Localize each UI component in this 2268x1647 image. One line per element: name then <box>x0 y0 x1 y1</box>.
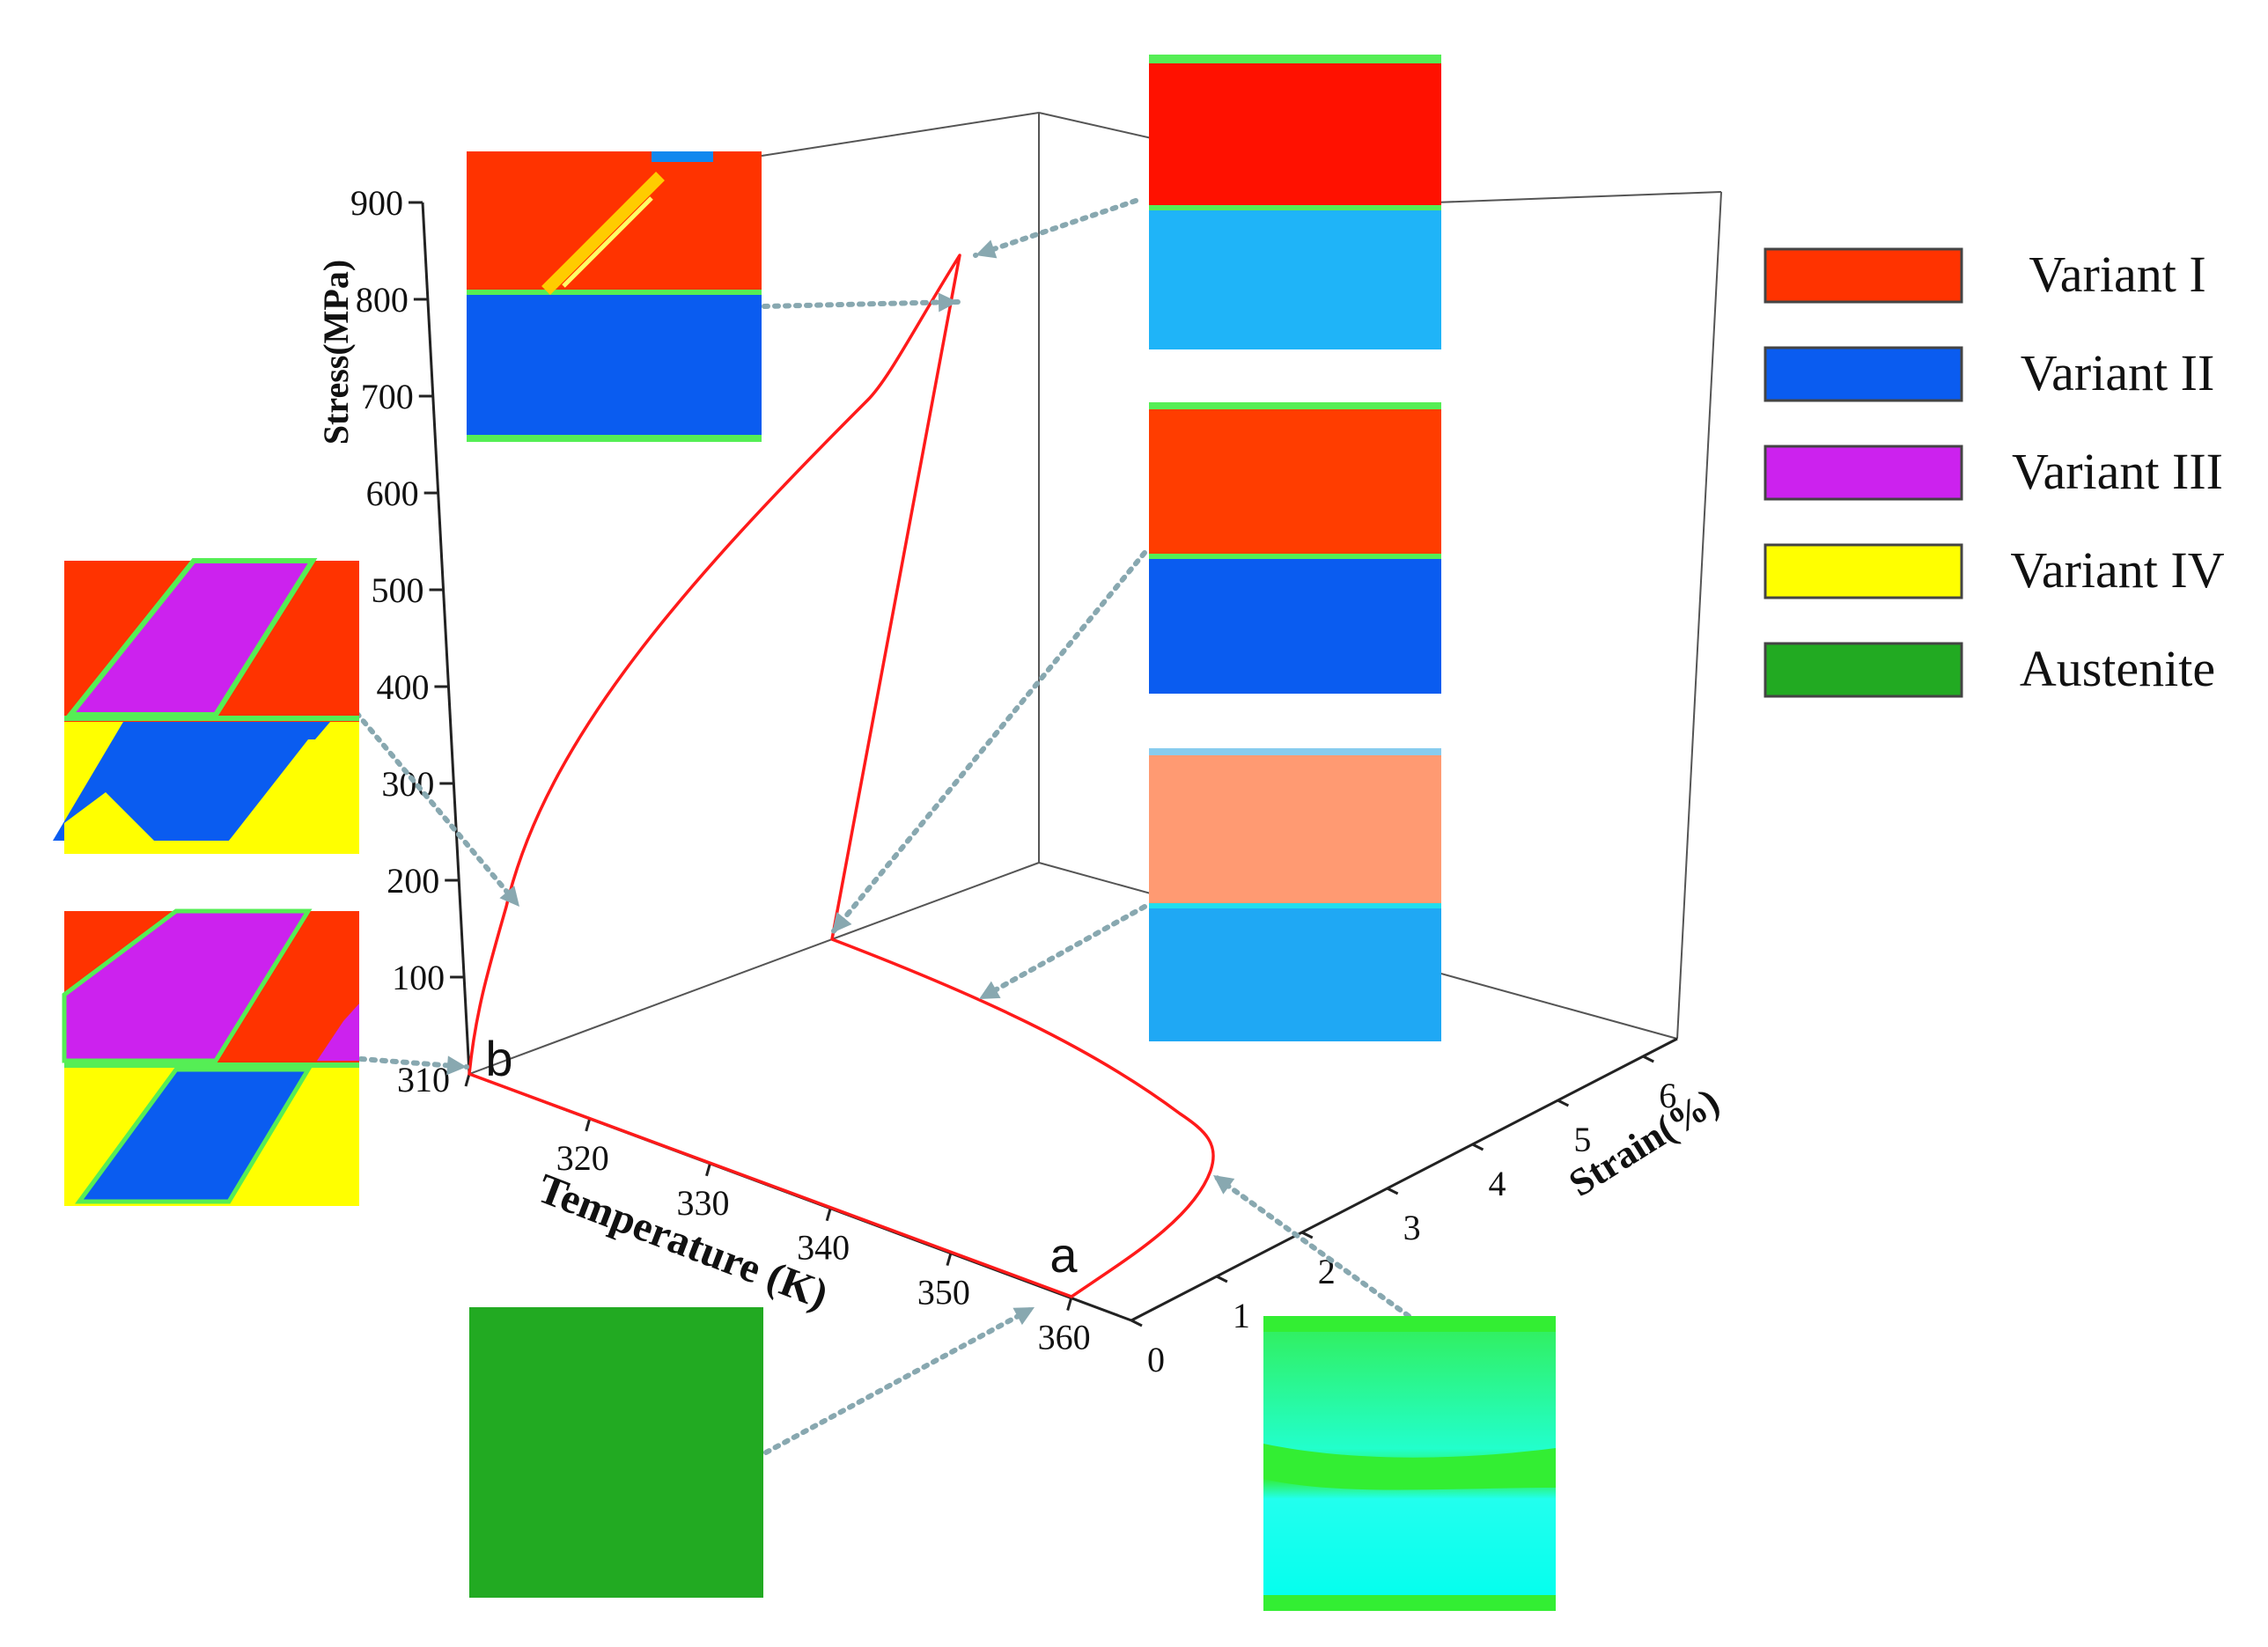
leader-arrow-line <box>763 1305 1037 1455</box>
stress-tick-label: 700 <box>361 377 414 416</box>
temperature-tick-mark <box>825 1208 832 1222</box>
strain-tick-mark <box>1130 1319 1143 1327</box>
legend-swatch <box>1764 543 1963 599</box>
leader-arrow-head <box>1012 1307 1035 1326</box>
microstructure-inset-left-1 <box>53 558 359 854</box>
strain-tick-label: 5 <box>1573 1120 1591 1159</box>
stress-tick-label: 100 <box>392 958 445 997</box>
strain-tick-label: 3 <box>1403 1208 1421 1247</box>
stress-tick-label: 500 <box>372 570 424 610</box>
stress-tick-label: 400 <box>376 667 429 707</box>
leader-arrow-line <box>973 198 1138 258</box>
strain-tick-label: 0 <box>1147 1340 1165 1379</box>
leader-arrow-head <box>1213 1175 1235 1195</box>
legend-swatch <box>1764 642 1963 698</box>
stress-axis-line <box>421 202 471 1075</box>
strain-tick-mark <box>1557 1099 1570 1107</box>
box-edge <box>1676 191 1722 1040</box>
axis-ticks <box>409 201 1654 1327</box>
stress-axis-title: Stress(MPa) <box>316 260 356 445</box>
microstructure-inset-right-1 <box>1149 55 1441 349</box>
axis-tick-labels: 1002003004005006007008009003103203303403… <box>350 183 1676 1379</box>
temperature-tick-label: 340 <box>797 1228 850 1268</box>
strain-tick-mark <box>1301 1231 1314 1239</box>
leader-arrow-line <box>762 299 961 309</box>
leader-arrow-line <box>829 550 1147 936</box>
strain-tick-mark <box>1216 1275 1228 1283</box>
temperature-tick-label: 320 <box>556 1138 609 1178</box>
stress-tick-label: 900 <box>350 183 403 223</box>
legend: Variant I Variant II Variant III Variant IV… <box>1764 246 2225 698</box>
leader-arrow-head <box>976 239 998 259</box>
box-edge <box>761 112 1040 157</box>
legend-label: Variant IV <box>2010 541 2224 599</box>
strain-tick-label: 1 <box>1233 1296 1250 1335</box>
temperature-tick-label: 350 <box>917 1273 970 1312</box>
strain-tick-label: 4 <box>1489 1164 1506 1203</box>
strain-tick-mark <box>1642 1055 1654 1063</box>
strain-tick-mark <box>1386 1187 1399 1195</box>
microstructure-inset-austenite <box>469 1307 763 1598</box>
microstructure-inset-top-center <box>467 151 762 442</box>
microstructure-inset-right-2 <box>1149 402 1441 694</box>
temperature-tick-mark <box>464 1073 471 1087</box>
temperature-tick-mark <box>946 1253 953 1267</box>
legend-label: Variant III <box>2012 443 2223 500</box>
temperature-tick-mark <box>705 1163 711 1177</box>
microstructure-inset-right-3 <box>1149 748 1441 1041</box>
legend-label: Variant II <box>2021 344 2215 401</box>
leader-arrow-head <box>832 912 852 933</box>
legend-label: Austenite <box>2020 640 2215 697</box>
legend-label: Variant I <box>2029 246 2205 303</box>
leader-arrow-head <box>979 981 1001 999</box>
leader-arrow-head <box>938 292 958 312</box>
box-edge <box>1434 191 1722 203</box>
leader-arrows <box>354 198 1411 1455</box>
leader-arrow-head <box>499 886 519 907</box>
box-edge <box>831 862 1040 940</box>
leader-arrow-line <box>354 710 522 909</box>
leader-arrow-head <box>446 1055 467 1076</box>
leader-arrow-line <box>1211 1173 1411 1319</box>
point-label-a: a <box>1049 1227 1078 1283</box>
microstructure-inset-left-2 <box>62 908 359 1206</box>
strain-tick-label: 6 <box>1659 1076 1676 1115</box>
temperature-tick-label: 310 <box>397 1060 450 1099</box>
point-label-b: b <box>485 1031 512 1086</box>
temperature-tick-mark <box>1066 1298 1073 1311</box>
stress-tick-label: 600 <box>366 474 419 513</box>
strain-axis-line <box>1130 1037 1678 1322</box>
stress-tick-label: 200 <box>387 861 439 901</box>
microstructure-inset-bottom-right <box>1263 1316 1556 1611</box>
box-edge <box>468 938 833 1075</box>
stress-tick-label: 800 <box>356 280 409 320</box>
strain-tick-mark <box>1471 1143 1484 1151</box>
temperature-tick-mark <box>585 1118 592 1132</box>
leader-arrow-line <box>976 904 1147 1002</box>
legend-swatch <box>1764 445 1963 501</box>
temperature-tick-label: 360 <box>1038 1318 1091 1357</box>
legend-swatch <box>1764 247 1963 304</box>
legend-swatch <box>1764 346 1963 402</box>
temperature-tick-label: 330 <box>676 1183 729 1223</box>
